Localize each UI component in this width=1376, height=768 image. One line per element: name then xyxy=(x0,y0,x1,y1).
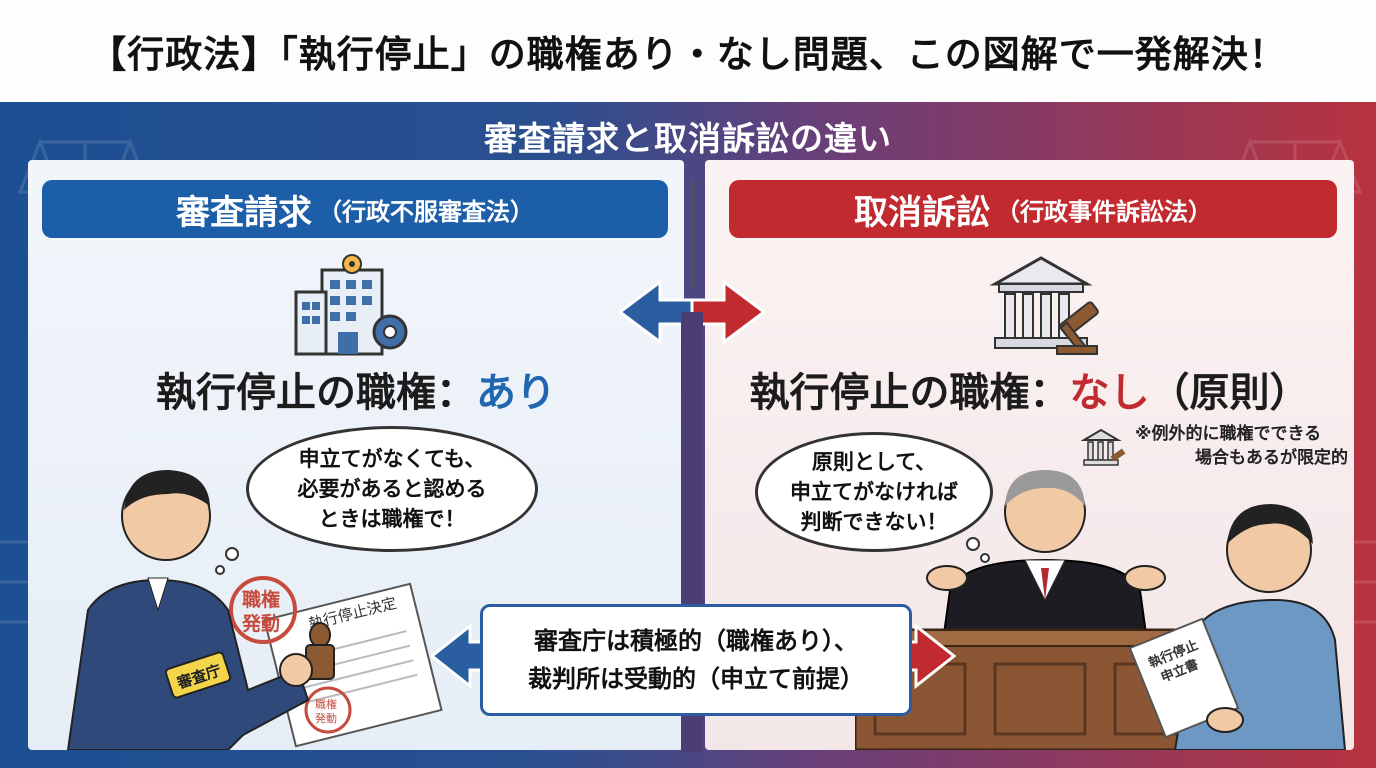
right-header-law: （行政事件訴訟法） xyxy=(996,197,1212,226)
stamp-text-line: 職権 xyxy=(242,588,280,611)
right-header: 取消訴訟 （行政事件訴訟法） xyxy=(729,180,1337,238)
left-speech-bubble: 申立てがなくても、 必要があると認める ときは職権で！ xyxy=(246,426,538,552)
examiner-illustration: 執行停止決定 職権 発動 職権 発動 審査庁 xyxy=(66,470,443,750)
document-stamp-line: 職権 xyxy=(315,697,337,711)
small-courthouse-icon xyxy=(1081,428,1126,466)
left-bubble-line: ときは職権で！ xyxy=(318,507,466,531)
right-authority-suffix: （原則） xyxy=(1149,370,1310,416)
summary-box: 審査庁は積極的（職権あり）、 裁判所は受動的（申立て前提） xyxy=(480,604,912,716)
authority-stamp-mark: 職権 発動 xyxy=(229,576,297,644)
left-header-law: （行政不服審査法） xyxy=(318,197,534,226)
judge-and-petitioner-illustration: 執行停止 申立書 xyxy=(855,470,1347,750)
document-stamp-line: 発動 xyxy=(315,711,337,725)
right-bubble-line: 申立てがなければ xyxy=(790,480,958,504)
page-title: 【行政法】「執行停止」の職権あり・なし問題、この図解で一発解決！ xyxy=(0,0,1376,102)
right-bubble-line: 判断できない！ xyxy=(800,510,948,534)
right-speech-bubble: 原則として、 申立てがなければ 判断できない！ xyxy=(755,432,993,552)
left-authority-prefix: 執行停止の職権： xyxy=(156,370,476,416)
petitioner-figure: 執行停止 申立書 xyxy=(1128,504,1347,750)
summary-left-arrow-icon xyxy=(429,622,486,690)
section-subtitle: 審査請求と取消訴訟の違い xyxy=(484,119,892,158)
courthouse-gavel-icon xyxy=(989,256,1099,355)
left-bubble-line: 申立てがなくても、 xyxy=(298,447,486,471)
left-authority-line: 執行停止の職権：あり xyxy=(28,360,684,418)
right-bubble-line: 原則として、 xyxy=(811,450,937,474)
right-authority-line: 執行停止の職権：なし（原則） xyxy=(705,360,1354,418)
right-authority-prefix: 執行停止の職権： xyxy=(749,370,1070,416)
right-authority-value: なし xyxy=(1069,370,1150,416)
stamp-tool xyxy=(279,622,335,687)
right-header-main: 取消訴訟 xyxy=(854,192,990,233)
left-bubble-line: 必要があると認める xyxy=(297,477,487,501)
note-line: ※例外的に職権でできる xyxy=(1135,424,1322,444)
right-panel-revocation-suit: 取消訴訟 （行政事件訴訟法） 執行停止の職権：なし（原則） ※例外的に職権ででき… xyxy=(705,160,1354,750)
left-header-main: 審査請求 xyxy=(176,192,312,233)
exception-note: ※例外的に職権でできる 場合もあるが限定的 xyxy=(1135,422,1348,470)
summary-line: 裁判所は受動的（申立て前提） xyxy=(528,665,864,693)
summary-line: 審査庁は積極的（職権あり）、 xyxy=(534,627,858,655)
office-building-gear-icon xyxy=(294,254,408,356)
left-authority-value: あり xyxy=(476,370,556,416)
left-header: 審査請求 （行政不服審査法） xyxy=(42,180,668,238)
stamp-text-line: 発動 xyxy=(241,612,280,635)
left-panel-review-request: 審査請求 （行政不服審査法） 執行停止の職権：あり 申立てがなくても、 必要があ… xyxy=(28,160,684,750)
note-line: 場合もあるが限定的 xyxy=(1195,448,1348,468)
